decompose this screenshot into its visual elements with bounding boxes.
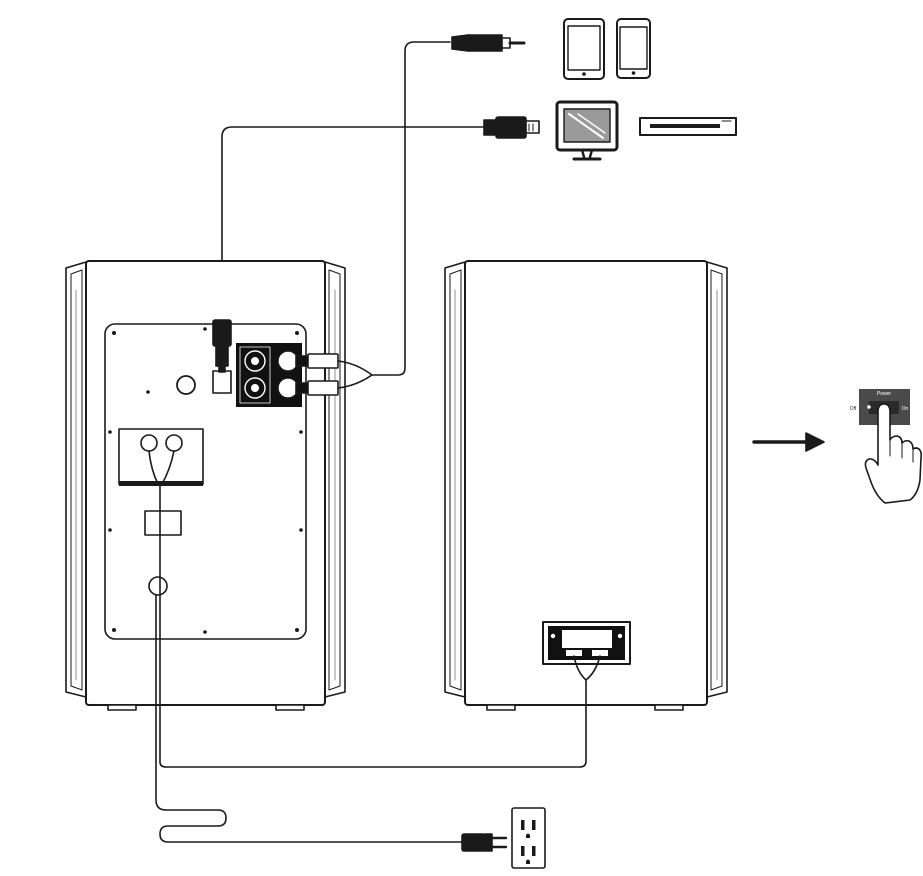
speaker-wire-split-right bbox=[573, 655, 601, 681]
rca-output-jack-right[interactable] bbox=[244, 377, 266, 399]
optical-cable-line bbox=[221, 126, 485, 319]
computer-monitor-icon bbox=[555, 100, 619, 161]
speaker-wire bbox=[159, 483, 587, 768]
optical-input-port[interactable] bbox=[212, 370, 232, 394]
arrow-right-icon bbox=[752, 432, 825, 452]
control-knob[interactable] bbox=[176, 375, 196, 395]
aux-3-5mm-plug bbox=[451, 34, 526, 52]
power-switch-rocker[interactable] bbox=[144, 510, 182, 536]
optical-plug-top bbox=[483, 116, 540, 139]
switch-off-label: Off bbox=[850, 406, 857, 412]
rca-plugs bbox=[295, 353, 339, 396]
switch-title-label: Power bbox=[877, 391, 892, 397]
right-speaker-feet bbox=[486, 704, 684, 711]
speaker-input-terminal[interactable] bbox=[542, 621, 631, 665]
rca-input-jack-left[interactable] bbox=[277, 350, 299, 372]
ac-power-inlet[interactable] bbox=[148, 576, 168, 596]
phone-icon bbox=[616, 18, 651, 79]
right-speaker-side-trim bbox=[444, 261, 728, 698]
rca-input-jack-right[interactable] bbox=[277, 377, 299, 399]
rca-y-split-cable bbox=[337, 360, 373, 389]
power-cord bbox=[155, 594, 463, 843]
aux-cable-line bbox=[371, 41, 451, 376]
hand-pointer-icon bbox=[864, 403, 923, 504]
power-plug bbox=[461, 833, 508, 852]
rca-output-jack-left[interactable] bbox=[244, 350, 266, 372]
wall-outlet-icon bbox=[511, 807, 546, 869]
optical-disc-player-icon bbox=[639, 117, 737, 136]
left-speaker-feet bbox=[107, 704, 305, 711]
speaker-output-terminal[interactable] bbox=[118, 428, 204, 486]
switch-on-label: On bbox=[902, 406, 909, 412]
speaker-wire-split-left bbox=[148, 450, 175, 485]
left-speaker-side-trim bbox=[65, 261, 346, 698]
optical-plug-inserted bbox=[212, 319, 232, 373]
tablet-icon bbox=[563, 18, 605, 80]
